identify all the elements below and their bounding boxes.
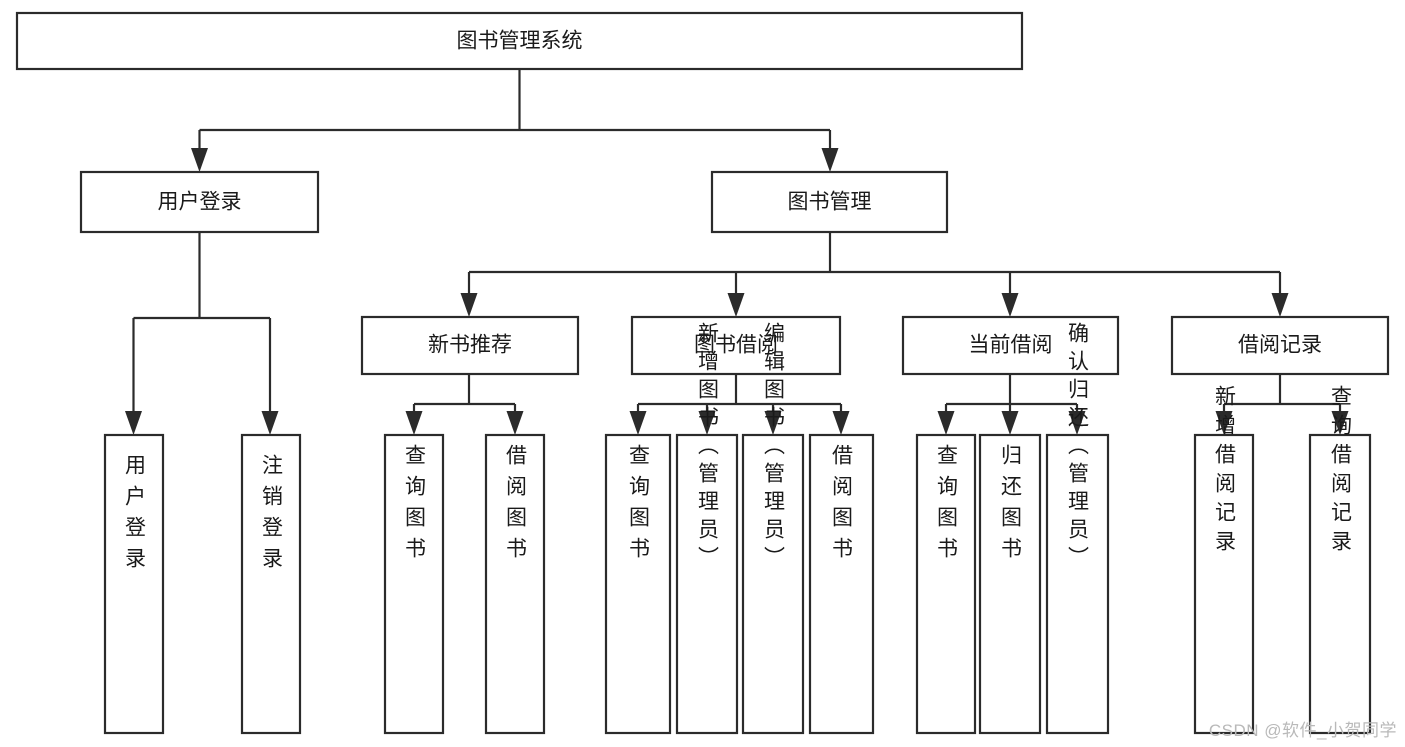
leaf-query-borrow-record-box[interactable] (1308, 433, 1372, 735)
leaf-logout-box[interactable] (240, 433, 302, 735)
node-book-management-label: 图书管理 (788, 191, 872, 214)
leaf-query-borrow-record-label: 查询借阅记录 (1329, 385, 1353, 559)
leaf-query-book-newbook-box[interactable] (383, 433, 445, 735)
node-current-borrow[interactable]: 当前借阅 (901, 315, 1120, 376)
leaf-borrow-book-newbook-label: 借阅图书 (504, 444, 528, 568)
leaf-borrow-book[interactable]: 借阅图书 (808, 433, 875, 735)
leaf-return-book[interactable]: 归还图书 (978, 433, 1042, 735)
leaf-query-book-borrow-box[interactable] (604, 433, 672, 735)
arrow-head-icon (405, 411, 423, 435)
leaf-query-borrow-record[interactable]: 查询借阅记录 (1308, 385, 1372, 735)
leaf-return-book-box[interactable] (978, 433, 1042, 735)
node-book-borrow-box[interactable] (630, 315, 842, 376)
arrow-head-icon (727, 293, 745, 317)
arrow-head-icon (506, 411, 524, 435)
arrow-head-icon (460, 293, 478, 317)
leaf-borrow-book-newbook[interactable]: 借阅图书 (484, 433, 546, 735)
leaf-add-book-admin-label: 新增图书（管理员） (696, 322, 720, 574)
node-user-login-label: 用户登录 (158, 191, 242, 214)
node-root[interactable]: 图书管理系统 (15, 11, 1024, 71)
leaf-query-book-current-label: 查询图书 (935, 444, 959, 568)
node-new-book-recommend-label: 新书推荐 (428, 334, 512, 357)
arrow-head-icon (832, 411, 850, 435)
leaf-query-book-current[interactable]: 查询图书 (915, 433, 977, 735)
node-book-borrow-label: 图书借阅 (694, 334, 778, 357)
node-root-label: 图书管理系统 (457, 30, 583, 53)
arrow-head-icon (1001, 411, 1019, 435)
arrow-head-icon (125, 411, 142, 435)
node-book-management[interactable]: 图书管理 (710, 170, 949, 234)
leaf-add-borrow-record[interactable]: 新增借阅记录 (1193, 385, 1255, 735)
arrow-head-icon (1068, 411, 1086, 435)
leaf-borrow-book-box[interactable] (808, 433, 875, 735)
leaf-borrow-book-newbook-box[interactable] (484, 433, 546, 735)
node-book-management-box[interactable] (710, 170, 949, 234)
leaf-user-login-box[interactable] (103, 433, 165, 735)
arrow-head-icon (821, 148, 839, 172)
node-new-book-recommend[interactable]: 新书推荐 (360, 315, 580, 376)
arrow-head-icon (764, 411, 782, 435)
arrow-head-icon (698, 411, 716, 435)
leaf-query-book-newbook-label: 查询图书 (403, 444, 427, 568)
leaf-add-borrow-record-box[interactable] (1193, 433, 1255, 735)
leaf-user-login-label: 用户登录 (123, 454, 147, 578)
leaf-edit-book-admin-box[interactable] (741, 433, 805, 735)
arrow-head-icon (629, 411, 647, 435)
leaf-confirm-return-admin-box[interactable] (1045, 433, 1110, 735)
node-new-book-recommend-box[interactable] (360, 315, 580, 376)
node-borrow-record-box[interactable] (1170, 315, 1390, 376)
leaf-query-book-current-box[interactable] (915, 433, 977, 735)
arrow-head-icon (1215, 411, 1233, 435)
leaf-logout-label: 注销登录 (260, 454, 284, 578)
leaf-add-book-admin-box[interactable] (675, 433, 739, 735)
arrow-head-icon (1331, 411, 1349, 435)
leaf-borrow-book-label: 借阅图书 (830, 444, 854, 568)
arrow-head-icon (191, 148, 208, 172)
node-user-login-box[interactable] (79, 170, 320, 234)
node-book-borrow[interactable]: 图书借阅 (630, 315, 842, 376)
leaf-return-book-label: 归还图书 (999, 444, 1023, 568)
leaf-edit-book-admin[interactable]: 编辑图书（管理员） (741, 322, 805, 735)
connector-group (125, 69, 1349, 435)
node-borrow-record-label: 借阅记录 (1238, 334, 1322, 357)
leaf-query-book-borrow[interactable]: 查询图书 (604, 433, 672, 735)
arrow-head-icon (937, 411, 955, 435)
leaf-query-book-borrow-label: 查询图书 (627, 444, 651, 568)
node-current-borrow-label: 当前借阅 (969, 334, 1053, 357)
node-current-borrow-box[interactable] (901, 315, 1120, 376)
leaf-confirm-return-admin-label: 确认归还（管理员） (1066, 322, 1090, 574)
leaf-user-login[interactable]: 用户登录 (103, 433, 165, 735)
leaf-logout[interactable]: 注销登录 (240, 433, 302, 735)
leaf-confirm-return-admin[interactable]: 确认归还（管理员） (1045, 322, 1110, 735)
node-user-login[interactable]: 用户登录 (79, 170, 320, 234)
arrow-head-icon (261, 411, 279, 435)
leaf-query-book-newbook[interactable]: 查询图书 (383, 433, 445, 735)
arrow-head-icon (1001, 293, 1019, 317)
leaf-edit-book-admin-label: 编辑图书（管理员） (762, 322, 786, 574)
node-root-box[interactable] (15, 11, 1024, 71)
node-borrow-record[interactable]: 借阅记录 (1170, 315, 1390, 376)
arrow-head-icon (1271, 293, 1289, 317)
leaf-add-borrow-record-label: 新增借阅记录 (1213, 385, 1237, 559)
leaf-add-book-admin[interactable]: 新增图书（管理员） (675, 322, 739, 735)
